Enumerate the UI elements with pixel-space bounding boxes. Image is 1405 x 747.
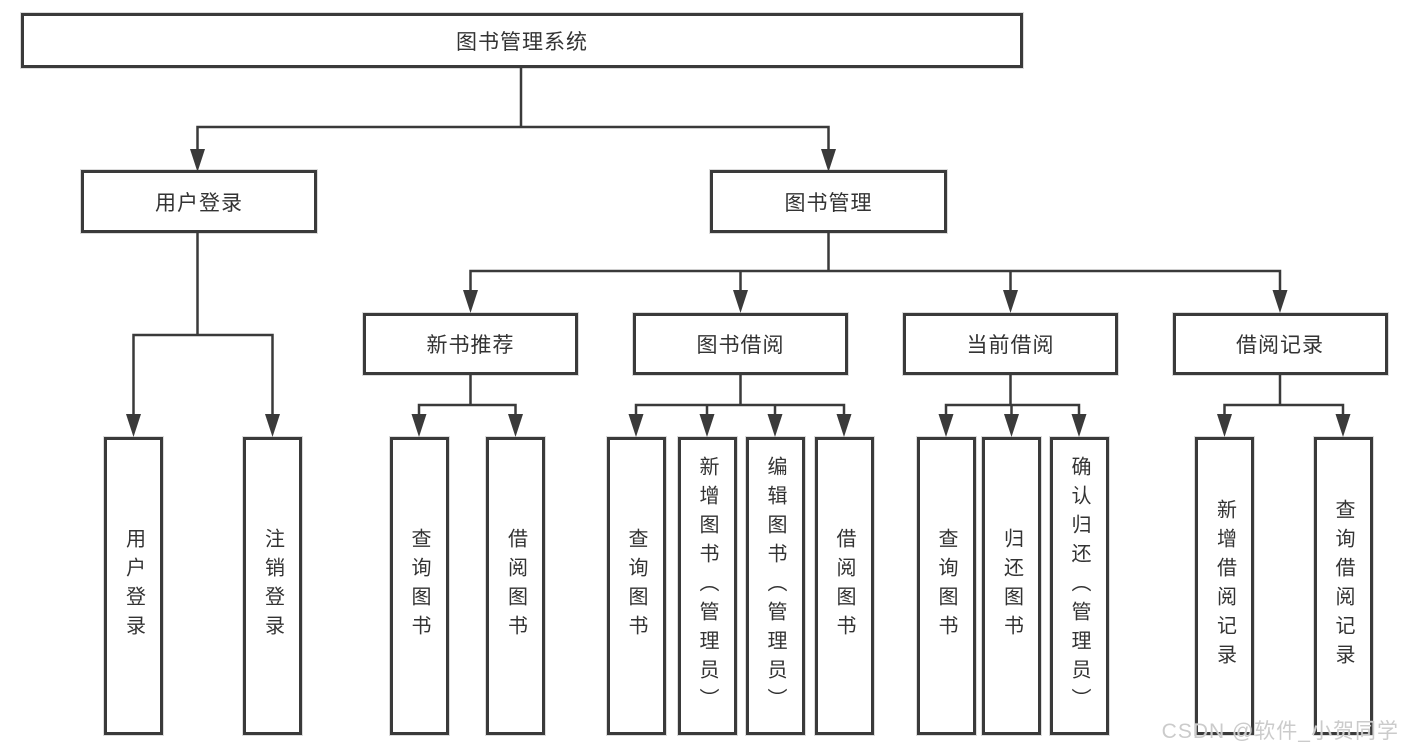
leaf-add-borrow-record: 新增借阅记录 [1195, 437, 1254, 735]
arrowheads [126, 149, 1351, 437]
leaf-label: 用户登录 [122, 528, 145, 644]
leaf-label: 查询图书 [408, 528, 430, 644]
leaf-logout: 注销登录 [243, 437, 302, 735]
leaf-return-books: 归还图书 [982, 437, 1041, 735]
node-current-borrow: 当前借阅 [903, 313, 1118, 375]
leaf-label: 查询借阅记录 [1332, 499, 1354, 673]
leaf-query-books: 查询图书 [606, 437, 666, 735]
leaf-label: 注销登录 [261, 528, 284, 644]
leaf-borrow-books: 借阅图书 [814, 437, 874, 735]
leaf-label: 借阅图书 [504, 528, 527, 644]
leaf-add-books-admin: 新增图书（管理员） [677, 437, 737, 735]
leaf-label: 新增图书（管理员） [696, 455, 718, 717]
leaf-query-borrow-record: 查询借阅记录 [1313, 437, 1373, 735]
leaf-label: 归还图书 [1000, 528, 1023, 644]
leaf-label: 确认归还（管理员） [1068, 455, 1090, 717]
node-book-management: 图书管理 [710, 170, 947, 233]
leaf-borrow-books-recommend: 借阅图书 [486, 437, 545, 735]
leaf-edit-books-admin: 编辑图书（管理员） [745, 437, 805, 735]
node-book-borrow: 图书借阅 [633, 313, 848, 375]
node-borrow-record: 借阅记录 [1172, 313, 1388, 375]
leaf-query-books-recommend: 查询图书 [389, 437, 449, 735]
node-user-login: 用户登录 [81, 170, 317, 233]
leaf-label: 新增借阅记录 [1213, 499, 1236, 673]
leaf-user-login: 用户登录 [104, 437, 163, 735]
leaf-label: 借阅图书 [833, 528, 855, 644]
node-library-management-system: 图书管理系统 [21, 13, 1023, 68]
leaf-label: 查询图书 [625, 528, 647, 644]
leaf-query-books-current: 查询图书 [916, 437, 976, 735]
node-new-book-recommend: 新书推荐 [363, 313, 578, 375]
leaf-label: 编辑图书（管理员） [764, 455, 786, 717]
leaf-label: 查询图书 [935, 528, 957, 644]
leaf-confirm-return-admin: 确认归还（管理员） [1049, 437, 1109, 735]
